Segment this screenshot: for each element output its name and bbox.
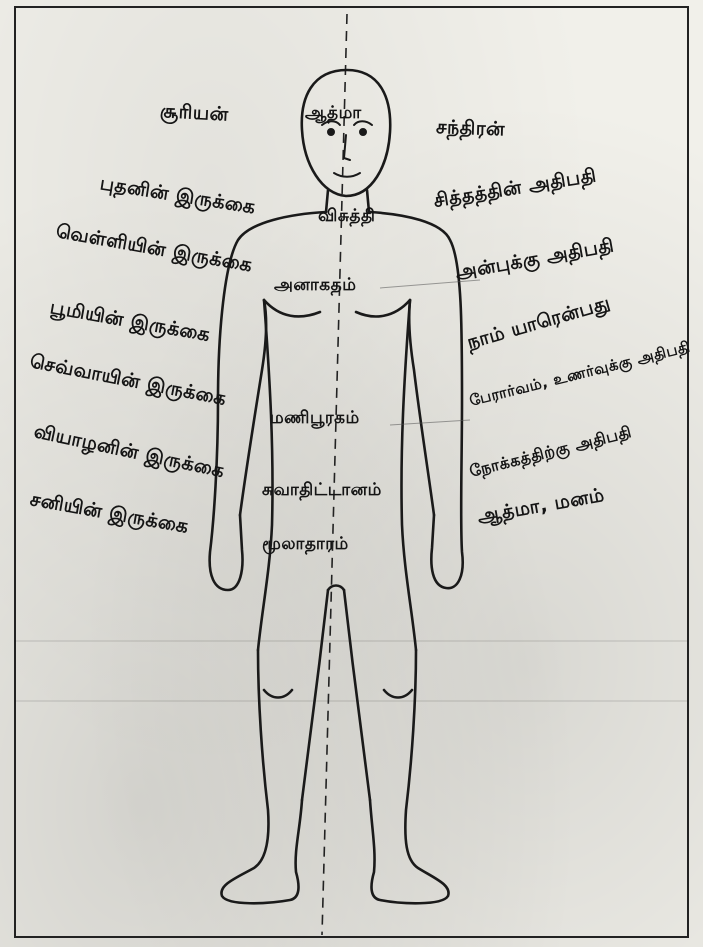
label-svadhisthana: சுவாதிட்டானம்	[262, 480, 382, 502]
label-manipura: மணிபூரகம்	[270, 408, 360, 430]
label-visuddhi: விசுத்தி	[318, 206, 375, 228]
label-muladhara: மூலாதாரம்	[262, 534, 349, 556]
label-atma: ஆத்மா	[305, 103, 362, 125]
face-features	[322, 121, 372, 177]
label-moon: சந்திரன்	[436, 116, 506, 143]
guide-lines	[380, 280, 480, 425]
label-anahata: அனாகதம்	[274, 275, 356, 297]
label-sun: சூரியன்	[159, 100, 229, 129]
center-axis-line	[322, 14, 347, 935]
